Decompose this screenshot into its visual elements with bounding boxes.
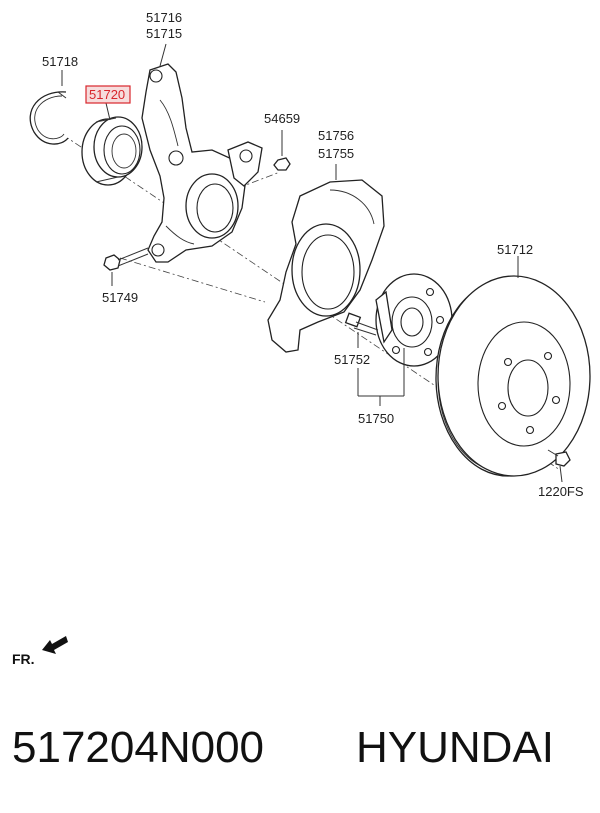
- hub-bolt-part: [344, 312, 379, 348]
- highlight-box-51720: [85, 85, 131, 104]
- label-51752: 51752: [334, 352, 370, 367]
- footer-bar: 517204N000 HYUNDAI: [0, 712, 600, 792]
- label-51716: 51716: [146, 10, 182, 25]
- exploded-parts-diagram: 51716 51715 51718 51720 54659 51756 5175…: [12, 10, 591, 667]
- label-51715: 51715: [146, 26, 182, 41]
- label-51755: 51755: [318, 146, 354, 161]
- part-number: 517204N000: [12, 723, 265, 772]
- label-51712: 51712: [497, 242, 533, 257]
- label-51756: 51756: [318, 128, 354, 143]
- dust-shield-part: [267, 164, 385, 353]
- wheel-bearing-part: [81, 116, 143, 186]
- label-1220FS: 1220FS: [538, 484, 584, 499]
- brake-disc-part: [435, 256, 591, 477]
- label-51718: 51718: [42, 54, 78, 69]
- front-marker-label: FR.: [12, 651, 35, 667]
- label-51749: 51749: [102, 290, 138, 305]
- front-arrow-icon: [42, 636, 68, 654]
- brand-name: HYUNDAI: [356, 723, 555, 772]
- steering-knuckle-part: [141, 63, 263, 263]
- knuckle-bolt-part: [103, 247, 149, 286]
- label-51750: 51750: [358, 411, 394, 426]
- leader-51720: [105, 102, 111, 121]
- leader-51716: [159, 43, 167, 67]
- label-54659: 54659: [264, 111, 300, 126]
- snap-ring-part: [29, 91, 69, 145]
- axis-centerline-2: [119, 257, 266, 303]
- hub-assembly-bracket: [357, 348, 405, 406]
- label-51720: 51720: [89, 87, 125, 102]
- disc-screw-part: [547, 449, 571, 483]
- wheel-hub-part: [375, 273, 453, 367]
- lock-nut-part: [273, 130, 291, 171]
